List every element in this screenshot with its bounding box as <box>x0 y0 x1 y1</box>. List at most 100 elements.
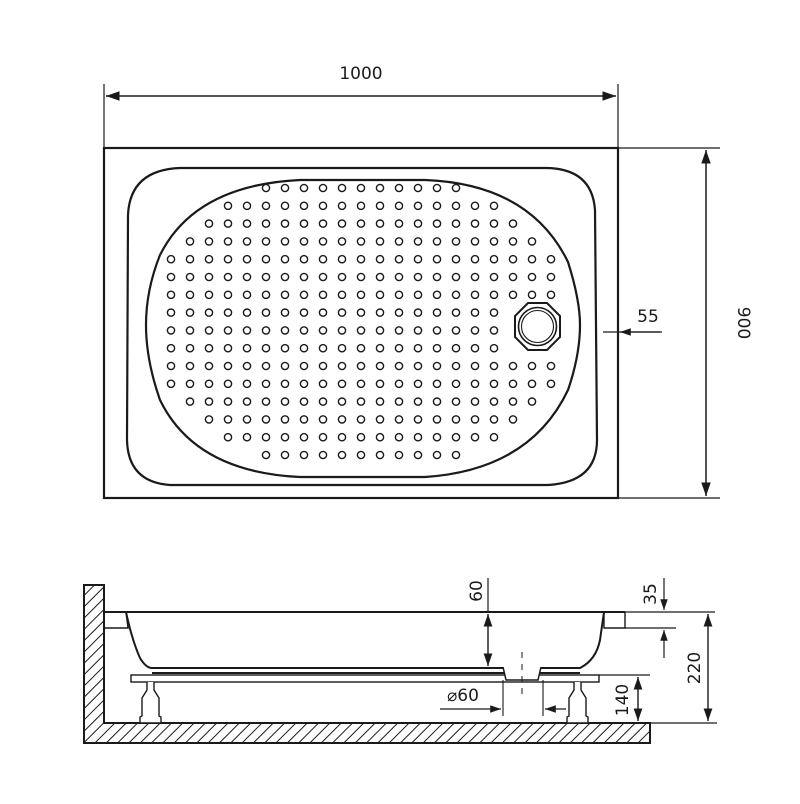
anti-slip-dot <box>451 237 461 246</box>
anti-slip-dot <box>337 201 347 211</box>
anti-slip-dot <box>356 290 366 300</box>
anti-slip-dot <box>318 326 328 335</box>
anti-slip-dot <box>375 415 385 424</box>
anti-slip-dot <box>432 361 442 371</box>
anti-slip-dot <box>261 308 271 317</box>
anti-slip-dot <box>356 379 366 389</box>
anti-slip-dot <box>185 361 195 371</box>
anti-slip-dot <box>242 254 252 264</box>
anti-slip-dot <box>299 237 309 246</box>
anti-slip-dot <box>375 290 385 300</box>
anti-slip-dot <box>318 272 328 282</box>
anti-slip-dot <box>375 379 385 389</box>
anti-slip-dot <box>470 379 480 389</box>
anti-slip-dot <box>356 237 366 246</box>
anti-slip-dot <box>204 290 214 300</box>
anti-slip-dot <box>508 361 518 371</box>
anti-slip-dot <box>299 183 309 193</box>
anti-slip-dot <box>185 397 195 406</box>
anti-slip-dot <box>356 272 366 282</box>
anti-slip-dot <box>337 237 347 246</box>
anti-slip-dot <box>394 183 404 193</box>
drain-offset-label: 55 <box>637 307 659 327</box>
anti-slip-dot <box>470 272 480 282</box>
anti-slip-dot <box>185 379 195 389</box>
anti-slip-dot <box>470 343 480 353</box>
anti-slip-dot <box>318 290 328 300</box>
anti-slip-dot <box>356 219 366 228</box>
anti-slip-dot <box>470 237 480 246</box>
anti-slip-dot <box>242 397 252 406</box>
anti-slip-dot <box>508 379 518 389</box>
anti-slip-dot <box>204 219 214 228</box>
anti-slip-dot <box>394 237 404 246</box>
anti-slip-dot <box>489 379 499 389</box>
anti-slip-dot <box>204 237 214 246</box>
anti-slip-dot <box>223 361 233 371</box>
anti-slip-dot <box>375 343 385 353</box>
leg-right <box>566 682 589 724</box>
anti-slip-dot <box>337 450 347 460</box>
anti-slip-dot <box>375 308 385 317</box>
anti-slip-dot <box>242 361 252 371</box>
anti-slip-dot <box>318 237 328 246</box>
anti-slip-dot <box>280 450 290 460</box>
anti-slip-dot <box>527 397 537 406</box>
anti-slip-dot <box>432 183 442 193</box>
anti-slip-dot <box>261 397 271 406</box>
anti-slip-dot <box>432 308 442 317</box>
anti-slip-dot <box>242 219 252 228</box>
anti-slip-dot <box>280 237 290 246</box>
anti-slip-dot <box>280 379 290 389</box>
anti-slip-dot <box>242 308 252 317</box>
anti-slip-dot <box>337 432 347 442</box>
anti-slip-dot <box>166 379 176 389</box>
anti-slip-dot <box>508 397 518 406</box>
anti-slip-dot <box>337 183 347 193</box>
anti-slip-dot <box>413 308 423 317</box>
anti-slip-dot <box>356 415 366 424</box>
drain-diameter-label: ⌀60 <box>447 686 479 706</box>
anti-slip-dot <box>489 272 499 282</box>
anti-slip-dot <box>166 326 176 335</box>
anti-slip-dot <box>318 219 328 228</box>
anti-slip-dot <box>337 343 347 353</box>
anti-slip-dot <box>470 432 480 442</box>
anti-slip-dot <box>356 432 366 442</box>
anti-slip-dot <box>451 432 461 442</box>
anti-slip-dot <box>394 272 404 282</box>
anti-slip-dot <box>261 361 271 371</box>
anti-slip-dot <box>280 272 290 282</box>
side-view: 60 35 220 140 ⌀60 <box>83 578 717 744</box>
anti-slip-dot <box>356 183 366 193</box>
depth-label: 60 <box>467 580 487 602</box>
anti-slip-dot <box>375 432 385 442</box>
anti-slip-dot <box>489 237 499 246</box>
anti-slip-dot <box>204 254 214 264</box>
wall-and-floor <box>83 584 651 744</box>
anti-slip-dot <box>223 201 233 211</box>
anti-slip-dot <box>470 361 480 371</box>
anti-slip-dot <box>337 379 347 389</box>
anti-slip-dot <box>527 272 537 282</box>
anti-slip-dot <box>223 272 233 282</box>
anti-slip-dot <box>204 397 214 406</box>
anti-slip-dot <box>470 290 480 300</box>
anti-slip-dot <box>223 379 233 389</box>
anti-slip-dot <box>413 272 423 282</box>
anti-slip-dot <box>432 415 442 424</box>
top-view: 1000 900 55 <box>102 64 753 500</box>
anti-slip-dot <box>489 254 499 264</box>
anti-slip-dot <box>223 397 233 406</box>
anti-slip-dot <box>223 415 233 424</box>
anti-slip-dot <box>299 397 309 406</box>
anti-slip-dot <box>546 254 556 264</box>
anti-slip-dot <box>489 343 499 353</box>
anti-slip-dot <box>451 272 461 282</box>
anti-slip-dot <box>451 308 461 317</box>
anti-slip-dot <box>413 361 423 371</box>
anti-slip-dot <box>356 308 366 317</box>
anti-slip-dot <box>356 254 366 264</box>
anti-slip-dot-pattern <box>166 183 556 460</box>
anti-slip-dot <box>413 183 423 193</box>
